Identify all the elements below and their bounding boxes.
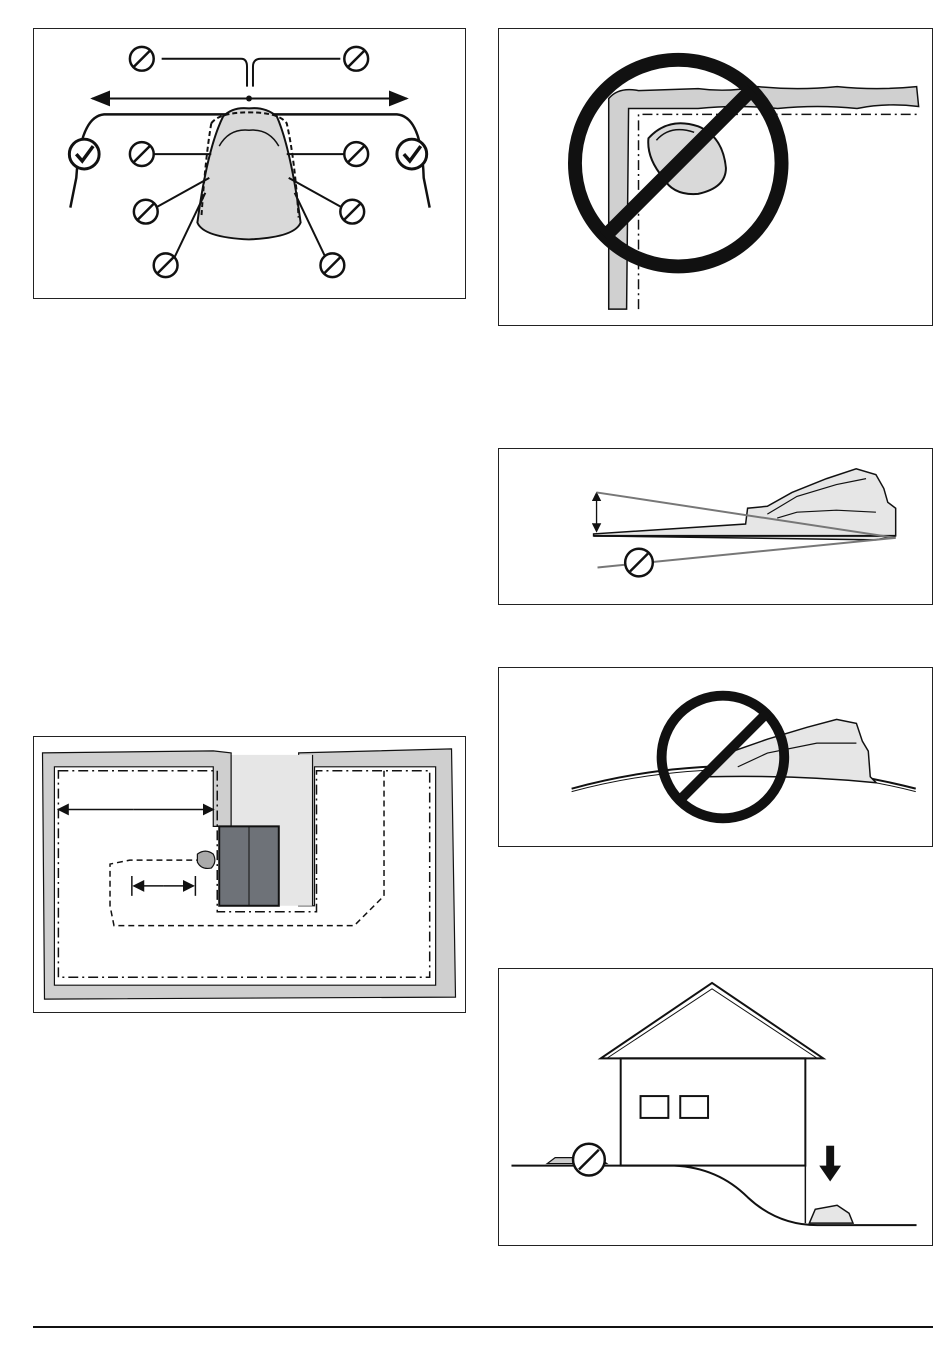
tilted-mower-diagram bbox=[499, 449, 932, 604]
down-arrow-icon bbox=[819, 1146, 841, 1182]
figure-charging-station-approach bbox=[33, 28, 466, 299]
charging-station-approach-diagram bbox=[34, 29, 465, 298]
no-corner-placement-diagram bbox=[499, 29, 932, 325]
prohibited-icon bbox=[625, 549, 653, 577]
figure-garden-layout-distances bbox=[33, 736, 466, 1013]
figure-no-convex-ground bbox=[498, 667, 933, 847]
house-slope-diagram bbox=[499, 969, 932, 1245]
prohibited-icon bbox=[573, 1144, 605, 1176]
no-convex-ground-diagram bbox=[499, 668, 932, 846]
figure-no-corner-placement bbox=[498, 28, 933, 326]
garden-layout-diagram bbox=[34, 737, 465, 1012]
figure-house-slope bbox=[498, 968, 933, 1246]
footer-rule bbox=[33, 1326, 933, 1328]
figure-tilted-mower bbox=[498, 448, 933, 605]
